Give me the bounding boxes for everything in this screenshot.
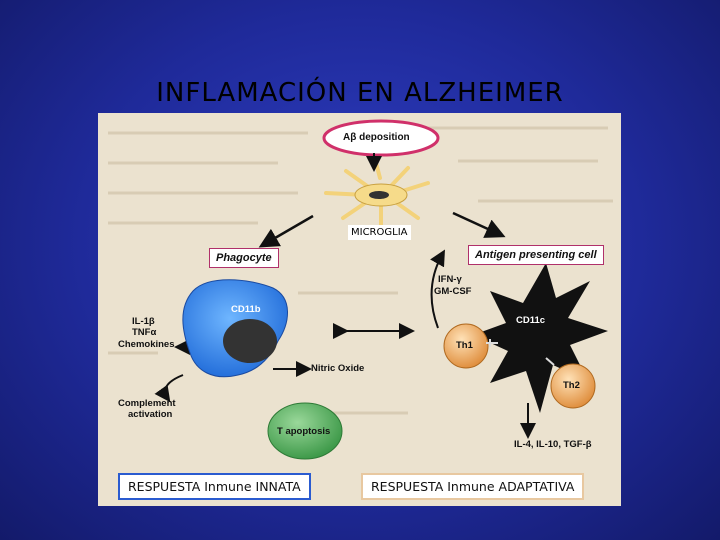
antigen-presenting-cell <box>473 263 608 413</box>
t-apoptosis-cell <box>267 402 343 460</box>
label-il1b: IL-1β <box>132 316 155 327</box>
label-th1: Th1 <box>456 340 473 351</box>
arrow-ifn-feedback <box>430 249 445 329</box>
label-nitric-oxide: Nitric Oxide <box>311 363 365 374</box>
label-th2: Th2 <box>563 380 580 391</box>
label-cd11c: CD11c <box>516 315 546 326</box>
label-phagocyte: Phagocyte <box>209 248 279 268</box>
label-cd11b: CD11b <box>231 304 261 315</box>
innate-response-box: RESPUESTA Inmune INNATA <box>118 473 311 500</box>
inflammation-diagram: Aβ deposition MICROGLIA Phagocyte Antige… <box>98 113 621 506</box>
phagocyte-nucleus <box>223 319 277 363</box>
arrow-to-phagocyte <box>258 214 314 248</box>
abeta-highlight-ellipse <box>322 119 440 157</box>
label-tnfa: TNFα <box>132 327 157 338</box>
diagram-graphics <box>108 119 613 460</box>
label-microglia: MICROGLIA <box>348 225 411 240</box>
arrow-to-apc <box>452 211 506 238</box>
arrow-to-complement <box>154 374 184 403</box>
background-texture <box>108 126 613 415</box>
label-antigen-presenting-cell: Antigen presenting cell <box>468 245 604 265</box>
th2-receptor <box>545 357 555 366</box>
label-chemokines: Chemokines <box>118 339 175 350</box>
slide-title: INFLAMACIÓN EN ALZHEIMER <box>156 78 564 108</box>
label-gm-csf: GM-CSF <box>434 286 472 297</box>
th2-cell <box>550 363 596 409</box>
label-il4-il10-tgf: IL-4, IL-10, TGF-β <box>514 439 592 450</box>
th1-cell <box>443 323 489 369</box>
th1-receptor <box>486 339 498 347</box>
label-abeta-deposition: Aβ deposition <box>343 132 410 143</box>
label-ifn-gamma: IFN-γ <box>438 274 462 285</box>
microglia-cell <box>324 161 430 230</box>
label-complement: Complement <box>118 398 176 409</box>
label-t-apoptosis: T apoptosis <box>277 426 331 437</box>
label-activation: activation <box>128 409 173 420</box>
adaptive-response-box: RESPUESTA Inmune ADAPTATIVA <box>361 473 585 500</box>
